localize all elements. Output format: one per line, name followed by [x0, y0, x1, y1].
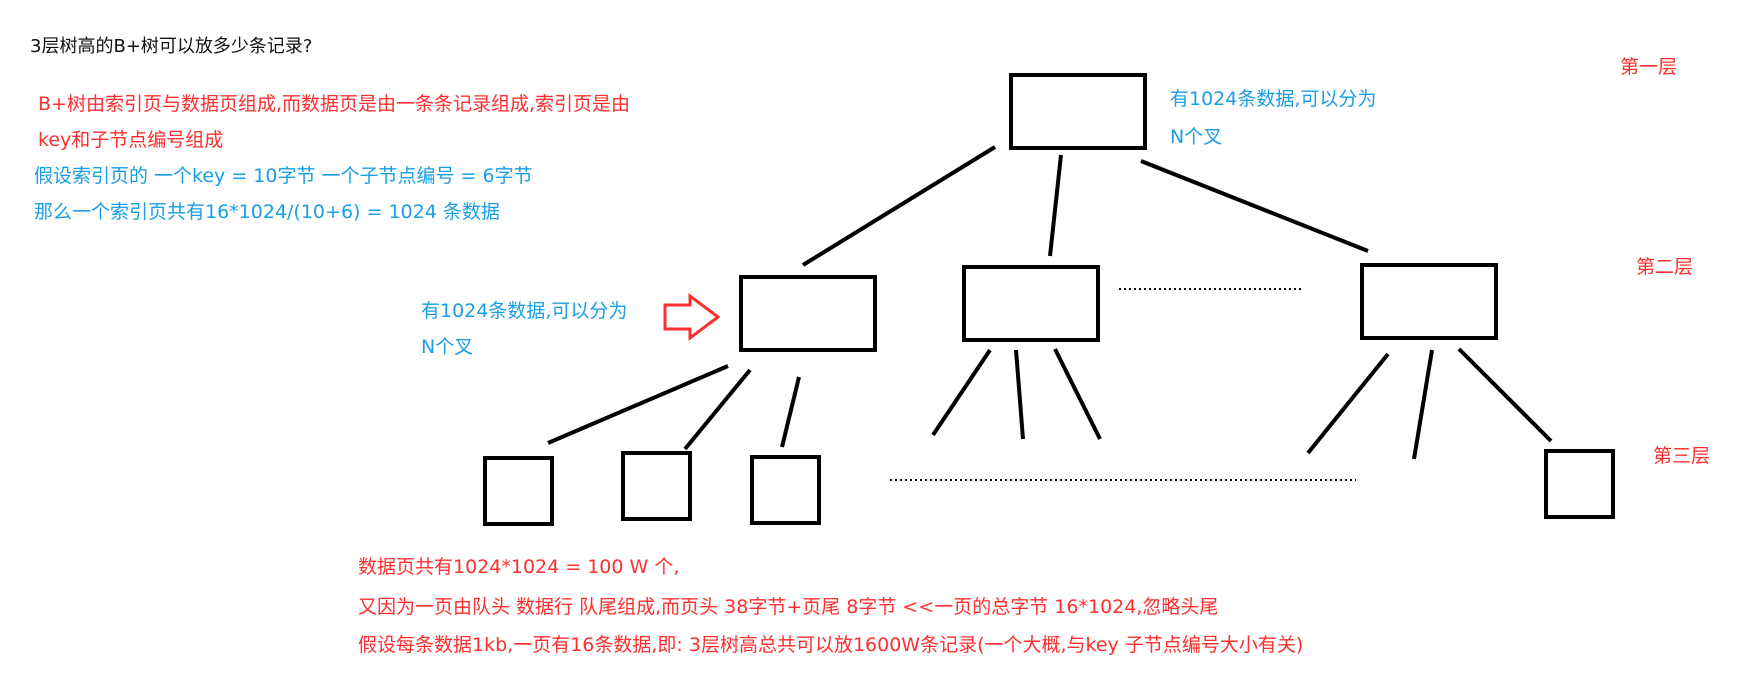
edge-l2n1-a [547, 364, 729, 445]
level2-label: 第二层 [1636, 256, 1694, 278]
edge-l2n2-c [1053, 348, 1102, 440]
second-note-line-1: 有1024条数据,可以分为 [421, 300, 628, 322]
edge-l2n2-b [1014, 349, 1025, 440]
intro-line-4: 那么一个索引页共有16*1024/(10+6) = 1024 条数据 [34, 201, 500, 223]
edge-root-right [1140, 159, 1369, 253]
level2-node-2 [962, 265, 1100, 342]
edge-root-middle [1048, 154, 1063, 257]
page-title: 3层树高的B+树可以放多少条记录? [30, 36, 313, 57]
summary-line-1: 数据页共有1024*1024 = 100 W 个, [358, 556, 680, 578]
level3-node-2 [621, 451, 692, 521]
edge-l2n1-c [780, 376, 801, 448]
summary-line-2: 又因为一页由队头 数据行 队尾组成,而页头 38字节+页尾 8字节 <<一页的总… [358, 596, 1219, 618]
edge-l2n3-c [1457, 347, 1553, 443]
intro-line-1: B+树由索引页与数据页组成,而数据页是由一条条记录组成,索引页是由 [38, 93, 631, 115]
edge-l2n1-b [683, 368, 752, 451]
root-node [1009, 73, 1147, 150]
level3-label: 第三层 [1653, 445, 1711, 467]
level2-node-1 [739, 275, 877, 352]
level1-label: 第一层 [1620, 56, 1678, 78]
root-note-line-1: 有1024条数据,可以分为 [1170, 88, 1377, 110]
edge-l2n3-a [1306, 352, 1390, 455]
level2-node-3 [1360, 263, 1498, 340]
intro-line-2: key和子节点编号组成 [38, 129, 224, 151]
level3-node-1 [483, 456, 554, 526]
second-note-line-2: N个叉 [421, 336, 474, 358]
edge-root-left [801, 145, 997, 267]
intro-line-3: 假设索引页的 一个key = 10字节 一个子节点编号 = 6字节 [34, 165, 533, 187]
level3-node-3 [750, 455, 821, 525]
level3-node-4 [1544, 449, 1615, 519]
edge-l2n2-a [931, 348, 992, 437]
root-note-line-2: N个叉 [1170, 126, 1223, 148]
summary-line-3: 假设每条数据1kb,一页有16条数据,即: 3层树高总共可以放1600W条记录(… [358, 634, 1304, 656]
red-arrow-icon [663, 293, 721, 341]
edge-l2n3-b [1412, 349, 1434, 460]
